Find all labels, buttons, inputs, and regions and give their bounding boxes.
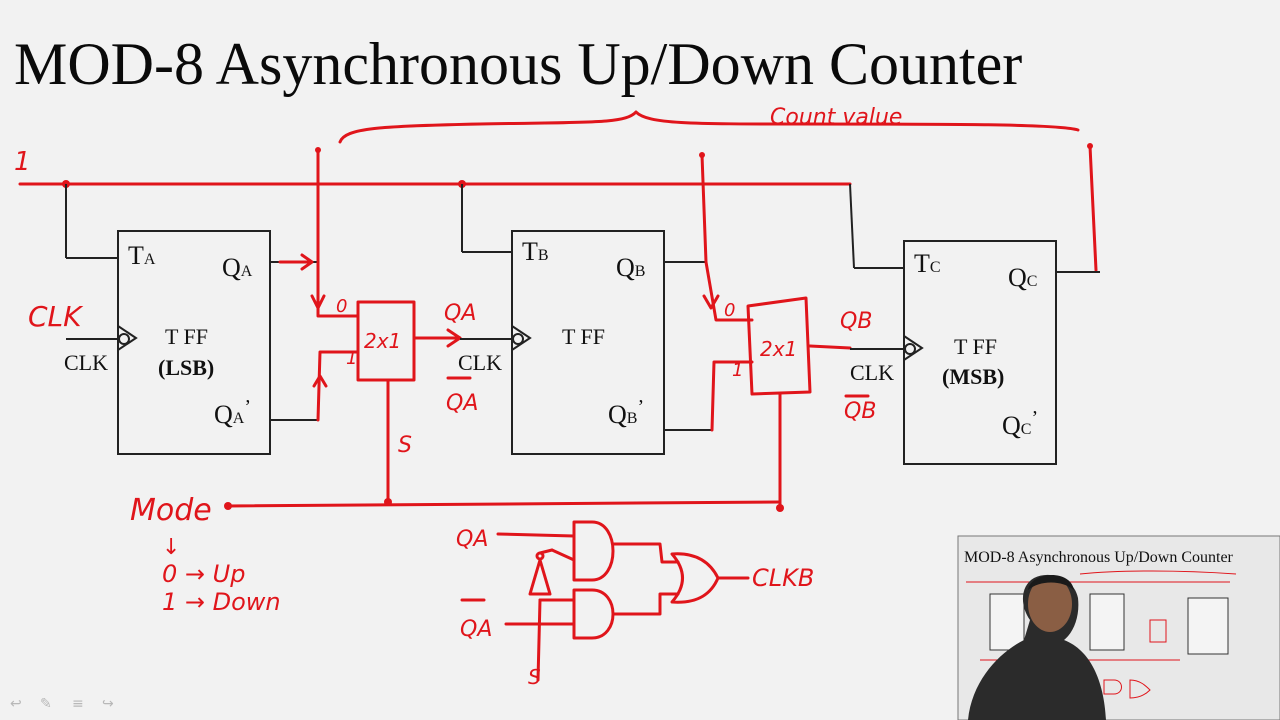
- select-label: S: [398, 433, 412, 458]
- ffb-clk: CLK: [458, 350, 502, 375]
- player-toolbar[interactable]: ↩ ✎ ≡ ↪: [10, 696, 114, 712]
- ffc-prime: ’: [1031, 407, 1038, 429]
- svg-text:TB: TB: [522, 237, 549, 266]
- ffa-q-sub: A: [241, 263, 253, 280]
- clk-hand-label: CLK: [28, 300, 84, 333]
- menu-icon[interactable]: ≡: [72, 696, 84, 712]
- mux1-in1-label: 1: [346, 348, 357, 369]
- svg-text:QB’: QB’: [608, 396, 644, 429]
- ffc-t: T: [914, 249, 930, 278]
- mux2-in0-arrow: [702, 294, 720, 310]
- mux2-in0-label: 0: [724, 300, 735, 321]
- mode-label: Mode: [130, 493, 212, 528]
- pen-icon[interactable]: ✎: [40, 696, 52, 712]
- ffa-prime: ’: [244, 396, 251, 418]
- mux1-out-qa: QA: [444, 301, 476, 326]
- mux1-in0-wire: [316, 260, 360, 318]
- flipflop-c: TC QC T FF (MSB) CLK QC’: [849, 183, 1100, 465]
- ffb-qbar-sub: B: [627, 410, 638, 427]
- mux2-in1-wire: [710, 360, 754, 432]
- ffc-t-sub: C: [930, 259, 941, 276]
- mode-junction-1: [384, 498, 392, 506]
- gate-qa-bar-label: QA: [460, 617, 492, 642]
- mode-junction-2: [776, 504, 784, 512]
- count-value-label: Count value: [770, 105, 902, 130]
- presenter-face: [1028, 576, 1072, 632]
- mode-dot: [224, 502, 232, 510]
- mux1-out-qa-bar: QA: [446, 391, 478, 416]
- ffa-clk: CLK: [64, 350, 108, 375]
- flipflop-b: TB QB T FF CLK QB’: [458, 184, 712, 455]
- mode-arrow: ↓: [162, 535, 180, 560]
- ffb-t-sub: B: [538, 247, 549, 264]
- ffb-prime: ’: [637, 396, 644, 418]
- mux2-out-qb: QB: [840, 309, 872, 334]
- forward-icon[interactable]: ↪: [102, 696, 114, 712]
- back-icon[interactable]: ↩: [10, 696, 22, 712]
- tap-qa-dot: [315, 147, 321, 153]
- ffa-q: Q: [222, 253, 241, 282]
- ffc-clk: CLK: [850, 360, 894, 385]
- svg-text:QA: QA: [222, 253, 253, 282]
- flipflop-a: TA QA T FF (LSB) CLK QA’: [64, 184, 318, 455]
- ffa-qbar: Q: [214, 400, 233, 429]
- mux1-in0-label: 0: [336, 296, 347, 317]
- ffb-qbar: Q: [608, 400, 627, 429]
- mux-2: 2x1: [746, 296, 812, 396]
- mode-down: 1 → Down: [162, 588, 281, 616]
- svg-text:QB: QB: [616, 253, 645, 282]
- input-one-label: 1: [14, 147, 31, 177]
- inset-title: MOD-8 Asynchronous Up/Down Counter: [964, 549, 1234, 566]
- ffa-name: T FF: [165, 324, 208, 349]
- tap-qb: [700, 153, 708, 264]
- presenter-silhouette: [968, 574, 1106, 720]
- mode-up: 0 → Up: [162, 560, 245, 588]
- mux2-label: 2x1: [760, 337, 797, 361]
- mode-line: [226, 500, 782, 508]
- count-value-brace: [338, 110, 1080, 144]
- page-title: MOD-8 Asynchronous Up/Down Counter: [14, 31, 1022, 97]
- ffa-t: T: [128, 241, 144, 270]
- tap-qc-dot: [1087, 143, 1093, 149]
- mux-1: 2x1: [356, 300, 416, 382]
- ffa-qbar-sub: A: [233, 410, 245, 427]
- svg-text:TA: TA: [128, 241, 156, 270]
- mux1-label: 2x1: [364, 329, 401, 353]
- tap-qc: [1088, 144, 1098, 272]
- ffc-q: Q: [1008, 263, 1027, 292]
- ffb-name: T FF: [562, 324, 605, 349]
- svg-text:TC: TC: [914, 249, 941, 278]
- ffc-name: T FF: [954, 334, 997, 359]
- gate-qa-label: QA: [456, 527, 488, 552]
- ffc-q-sub: C: [1027, 273, 1038, 290]
- mux2-in0-wire: [704, 260, 754, 322]
- clkb-label: CLKB: [752, 564, 814, 592]
- ffb-q: Q: [616, 253, 635, 282]
- mux1-in0-arrow: [310, 294, 326, 310]
- ffa-role: (LSB): [158, 355, 214, 380]
- mux1-in1-wire: [316, 350, 360, 422]
- svg-text:QC’: QC’: [1002, 407, 1038, 440]
- arrow-qa: [278, 253, 314, 271]
- gate-mux: QA QA S CLKB: [456, 520, 814, 689]
- mux2-in1-label: 1: [732, 360, 743, 381]
- tap-qb-dot: [699, 152, 705, 158]
- mux2-out-qb-bar: QB: [844, 399, 876, 424]
- ffb-q-sub: B: [635, 263, 646, 280]
- inset-webcam: MOD-8 Asynchronous Up/Down Counter: [957, 535, 1280, 720]
- ffc-qbar: Q: [1002, 411, 1021, 440]
- ffc-qbar-sub: C: [1021, 421, 1032, 438]
- ffa-t-sub: A: [144, 251, 156, 268]
- mux2-out-wire: [808, 344, 852, 350]
- ffb-t: T: [522, 237, 538, 266]
- svg-text:QC: QC: [1008, 263, 1037, 292]
- ffc-role: (MSB): [942, 364, 1004, 389]
- mux1-in1-arrow: [312, 374, 328, 388]
- gate-s-label: S: [528, 665, 541, 689]
- svg-text:QA’: QA’: [214, 396, 251, 429]
